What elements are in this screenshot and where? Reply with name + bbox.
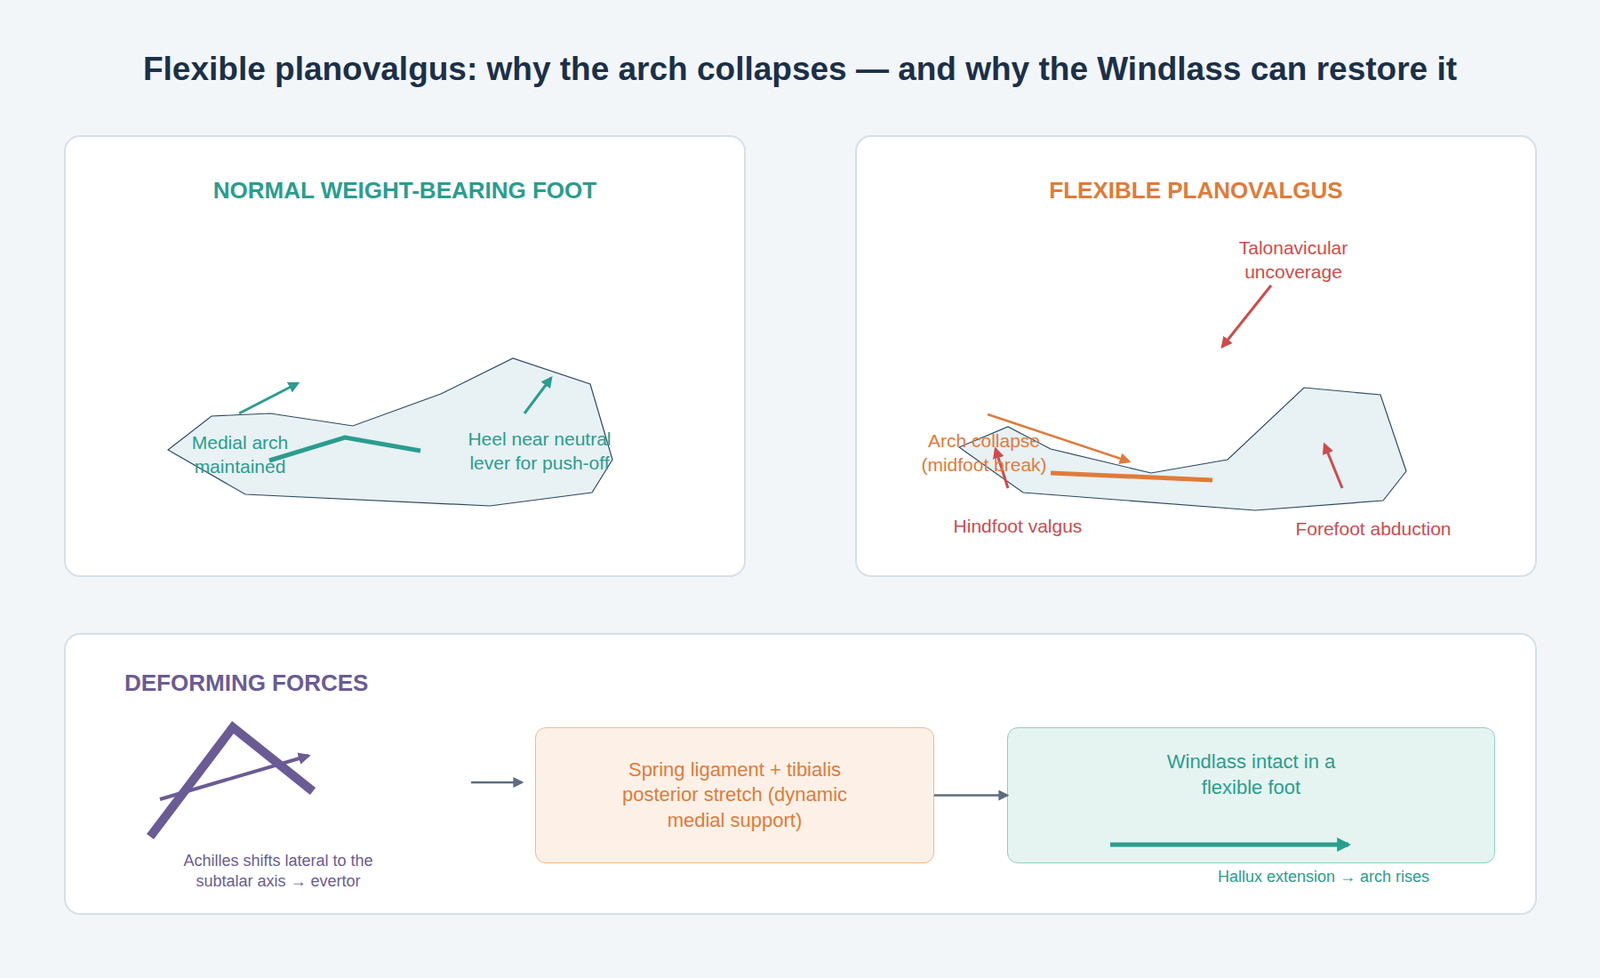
panel-heading: DEFORMING FORCES: [124, 668, 368, 699]
box-text: Spring ligament + tibialis posterior str…: [615, 757, 856, 834]
panel: FLEXIBLE PLANOVALGUS: [855, 135, 1537, 577]
annotation: Arch collapse (midfoot break): [908, 428, 1060, 478]
caption-note: Hallux extension → arch rises: [1163, 866, 1484, 888]
panel-heading: NORMAL WEIGHT-BEARING FOOT: [65, 176, 744, 207]
annotation: Hindfoot valgus: [902, 513, 1134, 538]
process-box: Spring ligament + tibialis posterior str…: [535, 727, 935, 864]
box-text: Windlass intact in a flexible foot: [1153, 749, 1350, 800]
panel-heading: FLEXIBLE PLANOVALGUS: [856, 176, 1536, 207]
caption-note: Achilles shifts lateral to the subtalar …: [158, 850, 399, 893]
annotation: Talonavicular uncoverage: [1217, 235, 1369, 285]
annotation: Heel near neutral lever for push-off: [450, 426, 629, 476]
annotation: Medial arch maintained: [173, 430, 307, 480]
process-box: Windlass intact in a flexible foot: [1007, 727, 1496, 864]
panel: NORMAL WEIGHT-BEARING FOOT: [64, 135, 746, 577]
annotation: Forefoot abduction: [1257, 516, 1489, 541]
diagram-title: Flexible planovalgus: why the arch colla…: [0, 49, 1600, 89]
